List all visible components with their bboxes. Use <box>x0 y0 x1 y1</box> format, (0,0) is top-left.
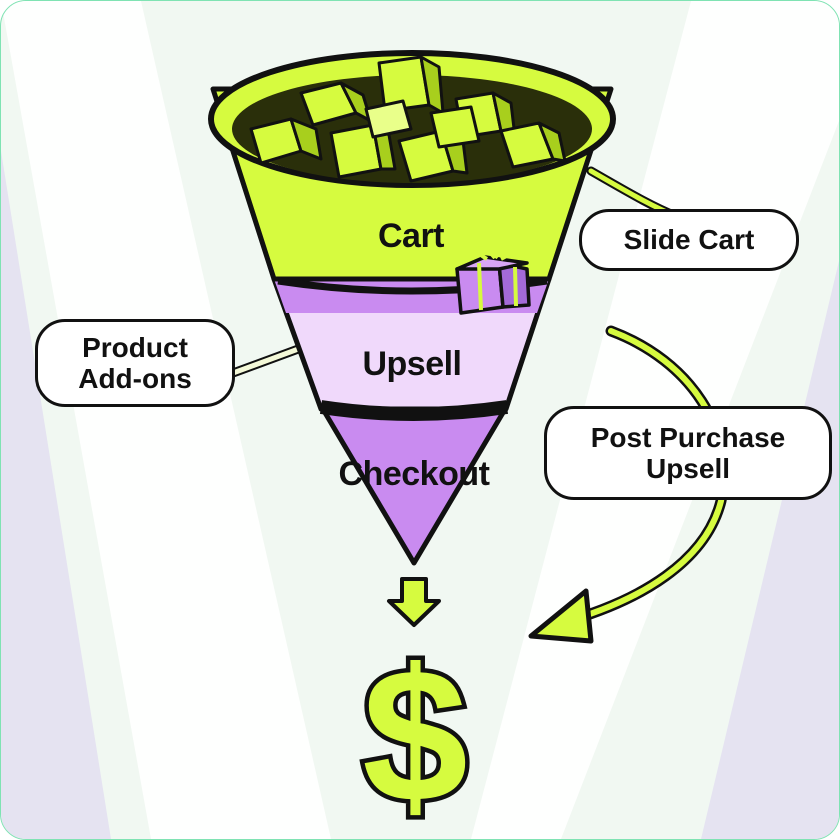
product-addons-callout: Product Add-ons <box>35 319 235 407</box>
product-box-icon <box>249 55 567 183</box>
post-purchase-callout: Post Purchase Upsell <box>544 406 832 500</box>
checkout-ring <box>319 400 509 421</box>
stage-label-upsell: Upsell <box>362 345 461 383</box>
stage-label-cart: Cart <box>378 217 444 255</box>
slide-cart-label: Slide Cart <box>623 224 755 256</box>
post-purchase-label-line1: Post Purchase <box>590 421 786 453</box>
product-addons-label-line1: Product <box>82 331 188 363</box>
down-arrow-icon <box>387 577 441 627</box>
post-purchase-label-line2: Upsell <box>645 453 731 484</box>
slide-cart-callout: Slide Cart <box>579 209 799 271</box>
stage-label-checkout: Checkout <box>339 455 490 493</box>
dollar-sign-icon: $ <box>362 630 468 839</box>
product-addons-label-line2: Add-ons <box>78 363 192 394</box>
gift-icon <box>455 245 531 315</box>
curved-arrow-icon <box>528 325 730 644</box>
